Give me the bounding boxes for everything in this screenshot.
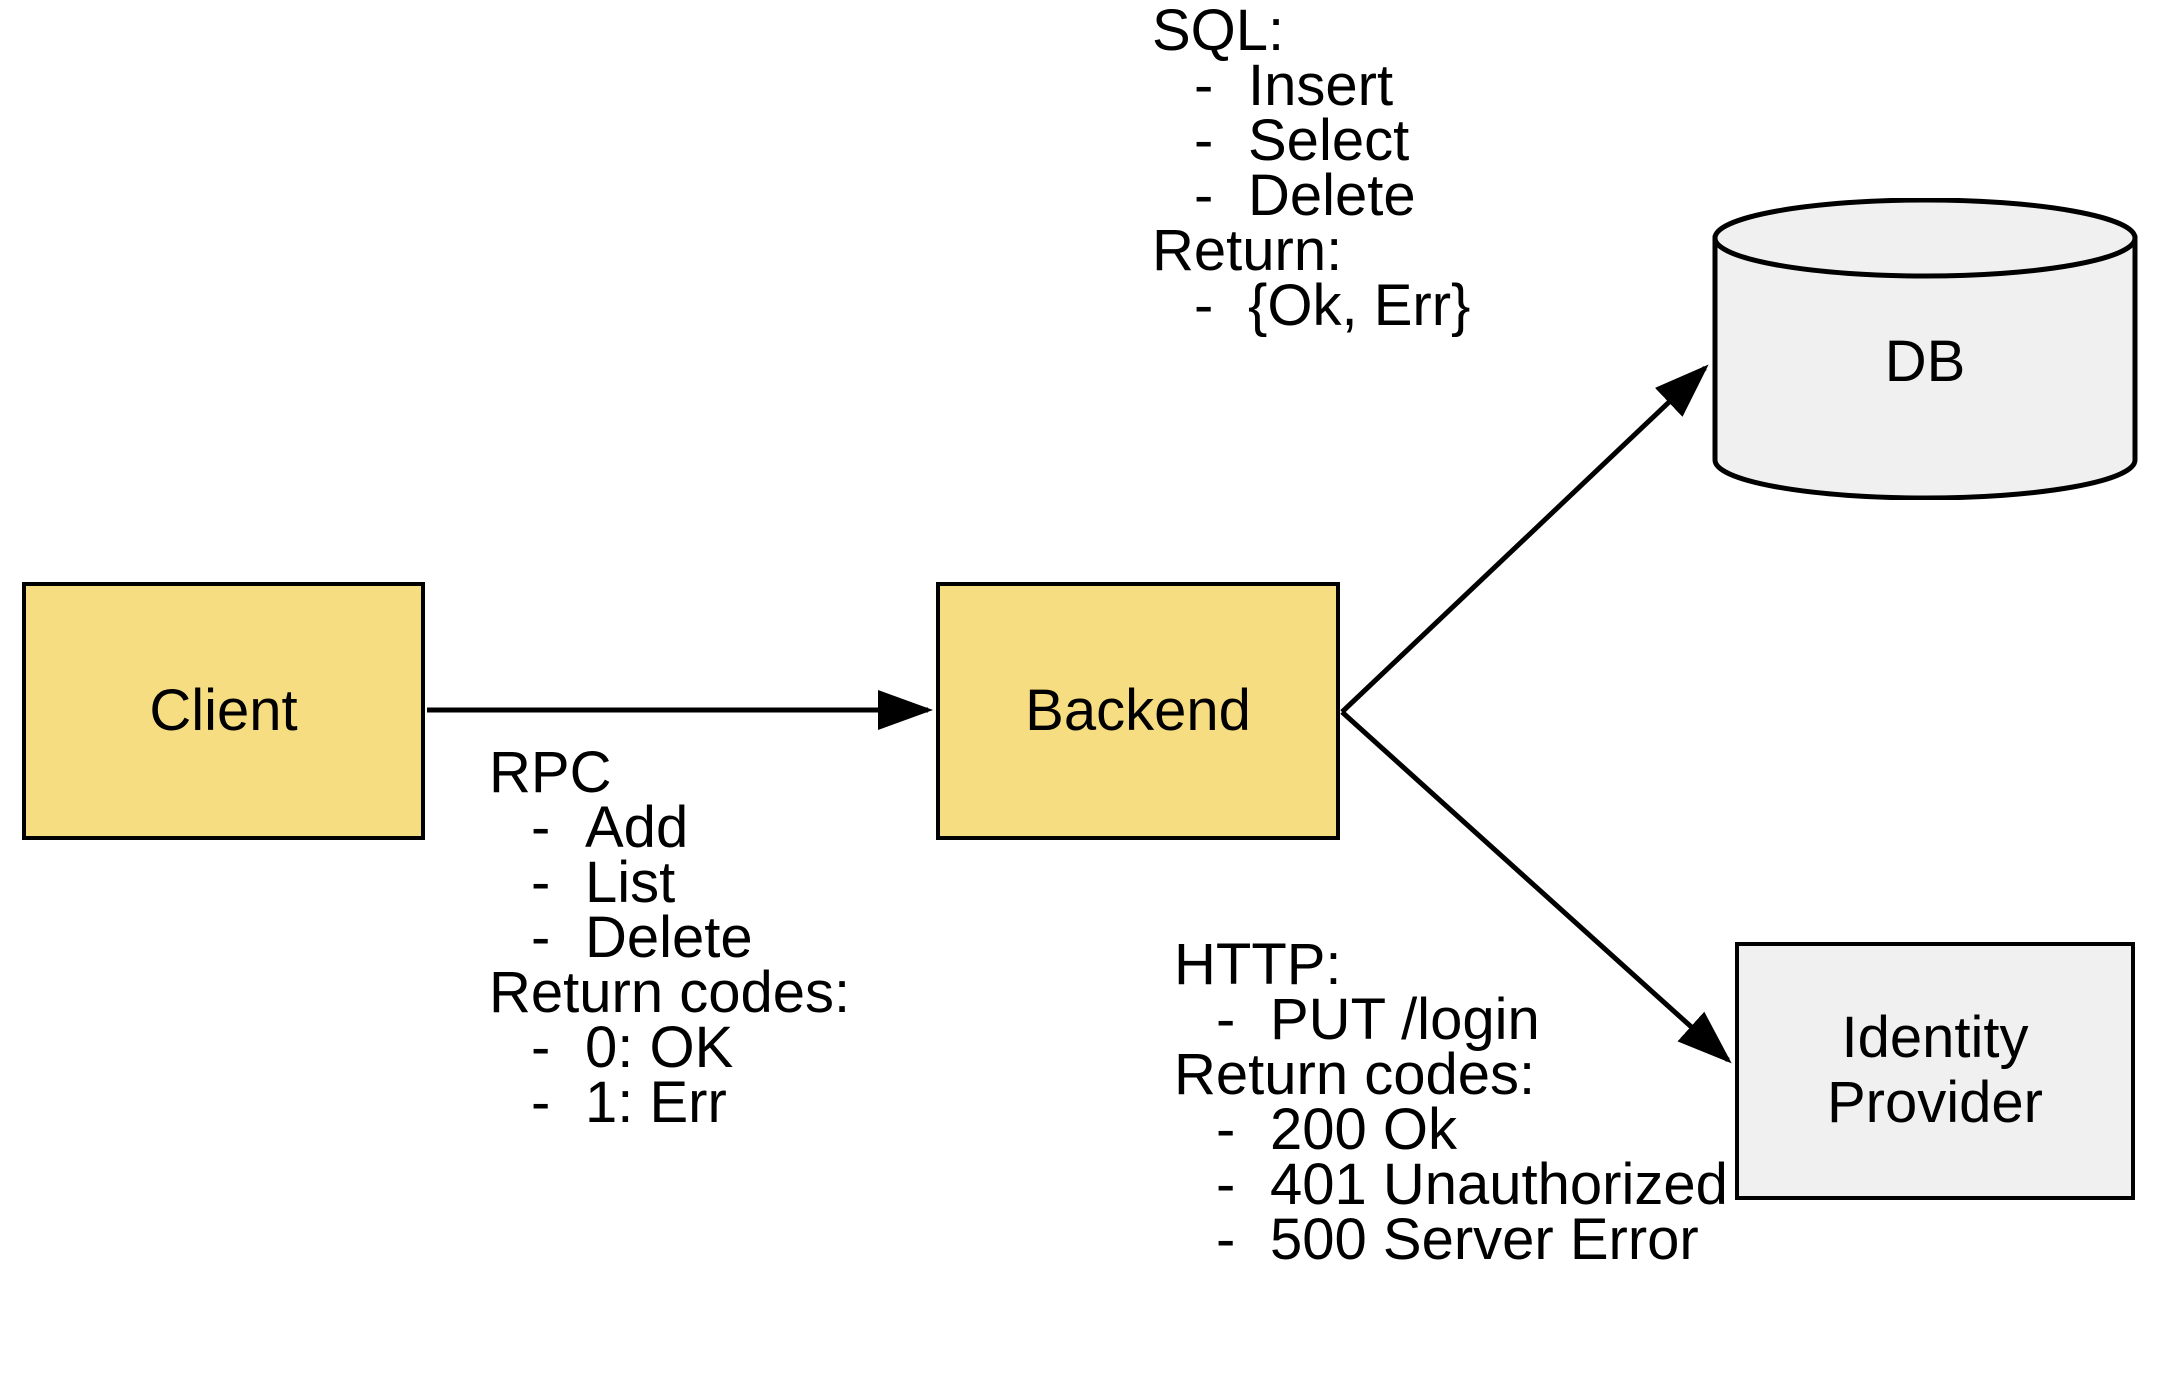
bullet-dash-icon: - xyxy=(1194,163,1214,228)
http-return-item: - 500 Server Error xyxy=(1174,1207,1728,1272)
rpc-item-label: List xyxy=(585,850,676,915)
rpc-return-heading: Return codes: xyxy=(489,960,851,1025)
bullet-dash-icon: - xyxy=(1216,987,1236,1052)
edge-backend-to-db xyxy=(1340,364,1709,714)
rpc-heading: RPC xyxy=(489,740,612,805)
node-backend-label: Backend xyxy=(1025,677,1251,743)
node-client-label: Client xyxy=(149,677,298,743)
sql-return-item: - {Ok, Err} xyxy=(1152,273,1471,338)
node-identity-provider-label: Identity Provider xyxy=(1827,1005,2043,1135)
bullet-dash-icon: - xyxy=(531,1015,551,1080)
bullet-dash-icon: - xyxy=(531,850,551,915)
annotation-rpc: RPC - Add - List - Delete Return codes: … xyxy=(489,740,851,1135)
sql-item: - Delete xyxy=(1152,163,1470,228)
rpc-return-item-label: 0: OK xyxy=(585,1015,734,1080)
bullet-dash-icon: - xyxy=(1216,1097,1236,1162)
bullet-dash-icon: - xyxy=(1216,1152,1236,1217)
http-return-item-label: 401 Unauthorized xyxy=(1270,1152,1728,1217)
http-return-item-label: 200 Ok xyxy=(1270,1097,1457,1162)
bullet-dash-icon: - xyxy=(531,1070,551,1135)
sql-item-label: Delete xyxy=(1248,163,1416,228)
bullet-dash-icon: - xyxy=(1194,53,1214,118)
node-db[interactable]: DB xyxy=(1712,198,2138,500)
sql-heading: SQL: xyxy=(1152,0,1285,63)
node-backend[interactable]: Backend xyxy=(936,582,1340,840)
rpc-return-item: - 0: OK xyxy=(489,1015,850,1080)
http-return-heading: Return codes: xyxy=(1174,1042,1536,1107)
bullet-dash-icon: - xyxy=(531,905,551,970)
sql-return-heading: Return: xyxy=(1152,218,1343,283)
rpc-item: - List xyxy=(489,850,850,915)
bullet-dash-icon: - xyxy=(1216,1207,1236,1272)
bullet-dash-icon: - xyxy=(1194,108,1214,173)
bullet-dash-icon: - xyxy=(531,795,551,860)
rpc-item-label: Add xyxy=(585,795,689,860)
database-cylinder-icon xyxy=(1712,198,2138,500)
http-item: - PUT /login xyxy=(1174,987,1728,1052)
node-identity-provider[interactable]: Identity Provider xyxy=(1735,942,2135,1200)
annotation-http: HTTP: - PUT /login Return codes: - 200 O… xyxy=(1174,932,1728,1272)
rpc-return-item-label: 1: Err xyxy=(585,1070,727,1135)
rpc-item: - Delete xyxy=(489,905,850,970)
sql-item-label: Select xyxy=(1248,108,1410,173)
sql-item: - Insert xyxy=(1152,53,1470,118)
sql-item-label: Insert xyxy=(1248,53,1394,118)
http-return-item-label: 500 Server Error xyxy=(1270,1207,1699,1272)
rpc-return-item: - 1: Err xyxy=(489,1070,850,1135)
node-db-label: DB xyxy=(1884,328,1966,394)
http-return-item: - 401 Unauthorized xyxy=(1174,1152,1728,1217)
http-heading: HTTP: xyxy=(1174,932,1342,997)
sql-return-item-label: {Ok, Err} xyxy=(1248,273,1471,338)
bullet-dash-icon: - xyxy=(1194,273,1214,338)
http-return-item: - 200 Ok xyxy=(1174,1097,1728,1162)
sql-item: - Select xyxy=(1152,108,1470,173)
http-item-label: PUT /login xyxy=(1270,987,1540,1052)
rpc-item-label: Delete xyxy=(585,905,753,970)
rpc-item: - Add xyxy=(489,795,850,860)
node-client[interactable]: Client xyxy=(22,582,425,840)
annotation-sql: SQL: - Insert - Select - Delete Return: … xyxy=(1152,0,1471,338)
